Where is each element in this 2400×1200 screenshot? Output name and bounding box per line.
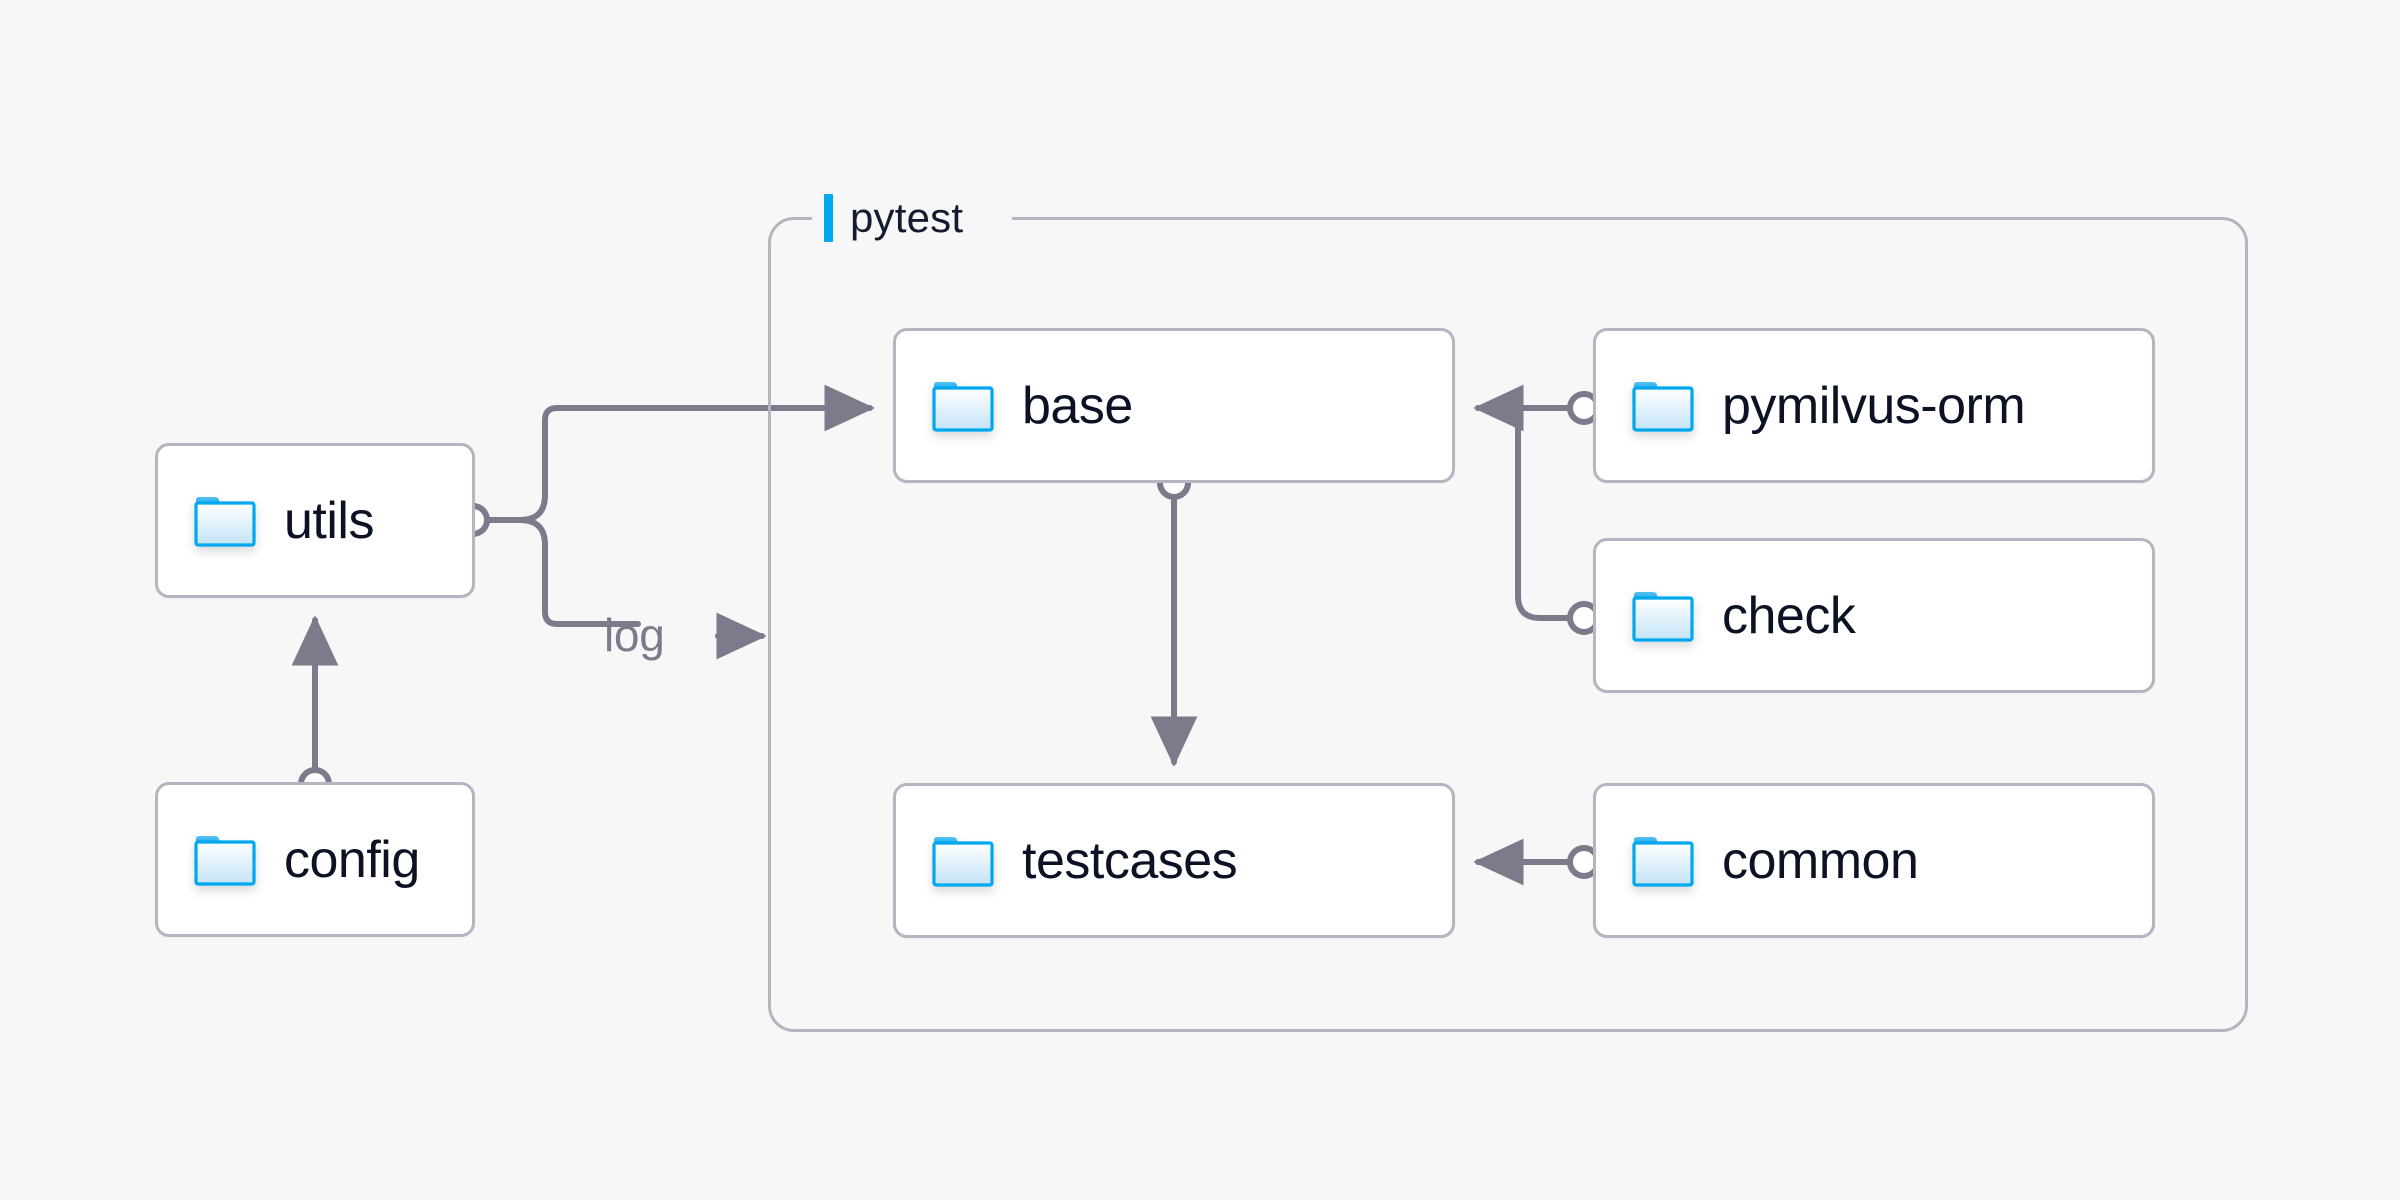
node-label: base bbox=[1022, 376, 1133, 435]
node-label: pymilvus-orm bbox=[1722, 376, 2026, 435]
folder-icon bbox=[1632, 380, 1694, 432]
node-pymilvus-orm[interactable]: pymilvus-orm bbox=[1593, 328, 2155, 483]
node-label: utils bbox=[284, 491, 374, 550]
folder-icon bbox=[932, 835, 994, 887]
node-base[interactable]: base bbox=[893, 328, 1455, 483]
folder-icon bbox=[1632, 835, 1694, 887]
folder-icon bbox=[1632, 590, 1694, 642]
group-title-text: pytest bbox=[850, 194, 964, 241]
edge-label-log: log bbox=[604, 609, 665, 661]
node-label: testcases bbox=[1022, 831, 1238, 890]
group-label-mask bbox=[812, 205, 1012, 231]
node-label: config bbox=[284, 830, 420, 889]
node-check[interactable]: check bbox=[1593, 538, 2155, 693]
node-common[interactable]: common bbox=[1593, 783, 2155, 938]
folder-icon bbox=[194, 495, 256, 547]
group-accent-bar bbox=[824, 194, 833, 242]
folder-icon bbox=[194, 834, 256, 886]
node-utils[interactable]: utils bbox=[155, 443, 475, 598]
node-config[interactable]: config bbox=[155, 782, 475, 937]
group-pytest[interactable] bbox=[768, 217, 2248, 1032]
folder-icon bbox=[932, 380, 994, 432]
node-label: common bbox=[1722, 831, 1919, 890]
group-pytest-label: pytest bbox=[824, 194, 963, 242]
node-label: check bbox=[1722, 586, 1856, 645]
node-testcases[interactable]: testcases bbox=[893, 783, 1455, 938]
